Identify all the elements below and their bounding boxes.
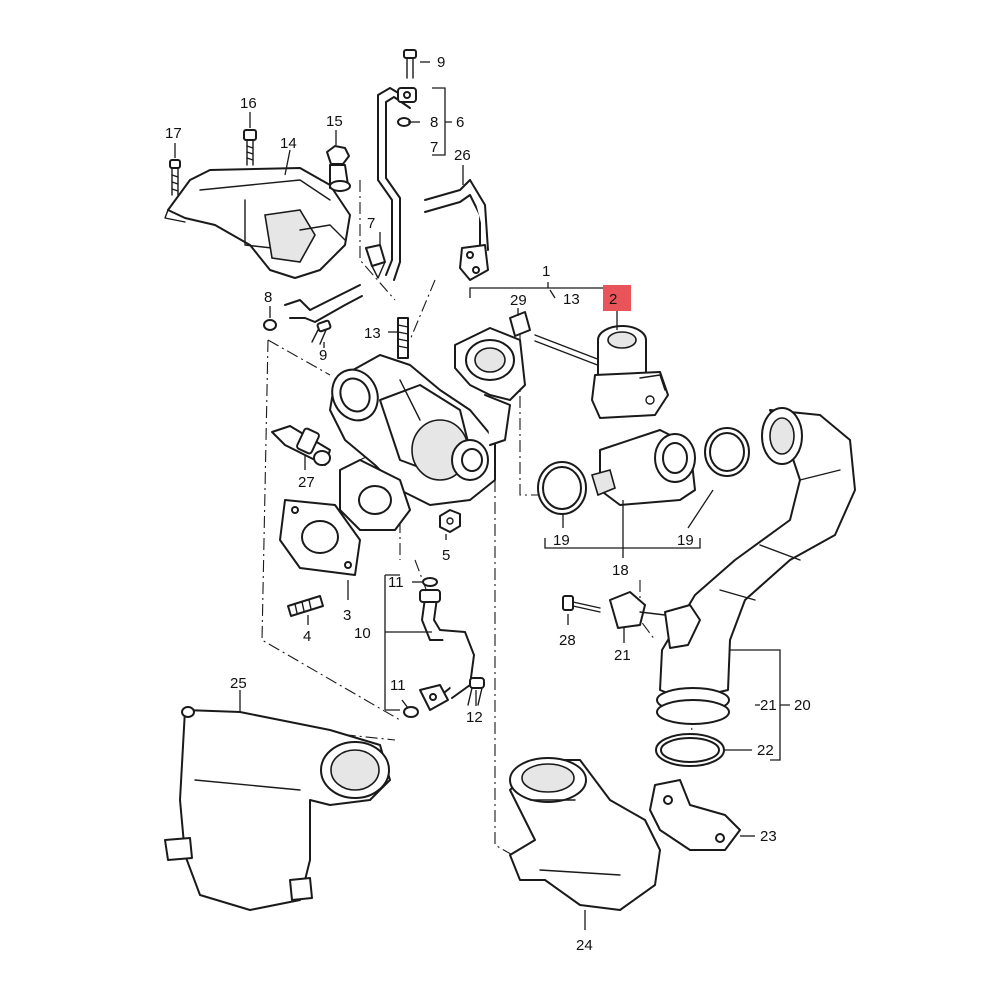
bolt-16 bbox=[243, 129, 257, 166]
callout-17: 17 bbox=[165, 125, 182, 142]
sensor-21 bbox=[609, 591, 666, 629]
callout-14: 14 bbox=[280, 135, 297, 152]
callout-9-bracket: 9 bbox=[319, 347, 327, 364]
callout-27: 27 bbox=[298, 474, 315, 491]
callout-18: 18 bbox=[612, 562, 629, 579]
o-ring-11-bottom bbox=[403, 706, 419, 718]
catalytic-converter-25 bbox=[164, 706, 391, 911]
callout-7: 7 bbox=[430, 139, 438, 156]
bracket-23 bbox=[649, 779, 741, 851]
callout-23: 23 bbox=[760, 828, 777, 845]
callout-7-clip: 7 bbox=[367, 215, 375, 232]
callout-28: 28 bbox=[559, 632, 576, 649]
bolt-12 bbox=[467, 677, 485, 706]
callout-24: 24 bbox=[576, 937, 593, 954]
callout-8: 8 bbox=[430, 114, 438, 131]
callout-16: 16 bbox=[240, 95, 257, 112]
callout-22: 22 bbox=[757, 742, 774, 759]
oil-return-pipe-10 bbox=[419, 589, 475, 711]
callout-1: 1 bbox=[542, 263, 550, 280]
clip-29 bbox=[509, 311, 531, 337]
callout-15: 15 bbox=[326, 113, 343, 130]
oil-pipe-bracket-8-9 bbox=[263, 284, 363, 345]
callout-13-elbow: 13 bbox=[563, 291, 580, 308]
callout-20: 20 bbox=[794, 697, 811, 714]
o-ring-19-right bbox=[704, 427, 750, 477]
callout-21-sensor: 21 bbox=[614, 647, 631, 664]
callout-10: 10 bbox=[354, 625, 371, 642]
clip-21-hose bbox=[664, 604, 701, 649]
callout-19-right: 19 bbox=[677, 532, 694, 549]
callout-labels: 9 8 6 7 16 17 14 15 26 7 8 9 13 1 29 13 … bbox=[165, 54, 811, 954]
callout-29: 29 bbox=[510, 292, 527, 309]
callout-9: 9 bbox=[437, 54, 445, 71]
o-ring-22 bbox=[655, 733, 725, 767]
nut-5 bbox=[439, 509, 461, 533]
callout-13-stud: 13 bbox=[364, 325, 381, 342]
nut-15 bbox=[326, 145, 351, 192]
heat-shield-14 bbox=[164, 167, 351, 279]
callout-6: 6 bbox=[456, 114, 464, 131]
stud-13 bbox=[397, 317, 409, 359]
pressure-hose-20 bbox=[656, 407, 856, 725]
screw-9-top bbox=[403, 49, 417, 79]
actuator-2 bbox=[534, 325, 669, 419]
callout-11-top: 11 bbox=[388, 574, 404, 591]
turbocharger bbox=[329, 354, 511, 531]
callout-2: 2 bbox=[609, 291, 617, 308]
callout-3: 3 bbox=[343, 607, 351, 624]
leader-lines bbox=[174, 61, 790, 930]
o-ring-11-top bbox=[422, 577, 438, 587]
callout-19-left: 19 bbox=[553, 532, 570, 549]
intake-pipe-24 bbox=[509, 757, 661, 911]
bolt-17 bbox=[169, 159, 181, 196]
clip-7 bbox=[365, 244, 386, 279]
o-ring-19-left bbox=[537, 461, 587, 515]
callout-11-bottom: 11 bbox=[390, 677, 406, 694]
bolt-28 bbox=[562, 595, 601, 613]
highlight-box-callout-2 bbox=[603, 285, 631, 311]
vacuum-line-6 bbox=[377, 87, 417, 281]
charge-pipe-18 bbox=[590, 429, 696, 506]
callout-4: 4 bbox=[303, 628, 311, 645]
callout-8-bracket: 8 bbox=[264, 289, 272, 306]
callout-25: 25 bbox=[230, 675, 247, 692]
stud-4 bbox=[287, 595, 324, 617]
intake-elbow-13 bbox=[454, 327, 526, 401]
gasket-3 bbox=[279, 499, 361, 576]
callout-26: 26 bbox=[454, 147, 471, 164]
callout-12: 12 bbox=[466, 709, 483, 726]
pipe-26 bbox=[424, 179, 489, 281]
oil-return-27 bbox=[271, 425, 331, 466]
callout-21-hose: 21 bbox=[760, 697, 777, 714]
callout-5: 5 bbox=[442, 547, 450, 564]
